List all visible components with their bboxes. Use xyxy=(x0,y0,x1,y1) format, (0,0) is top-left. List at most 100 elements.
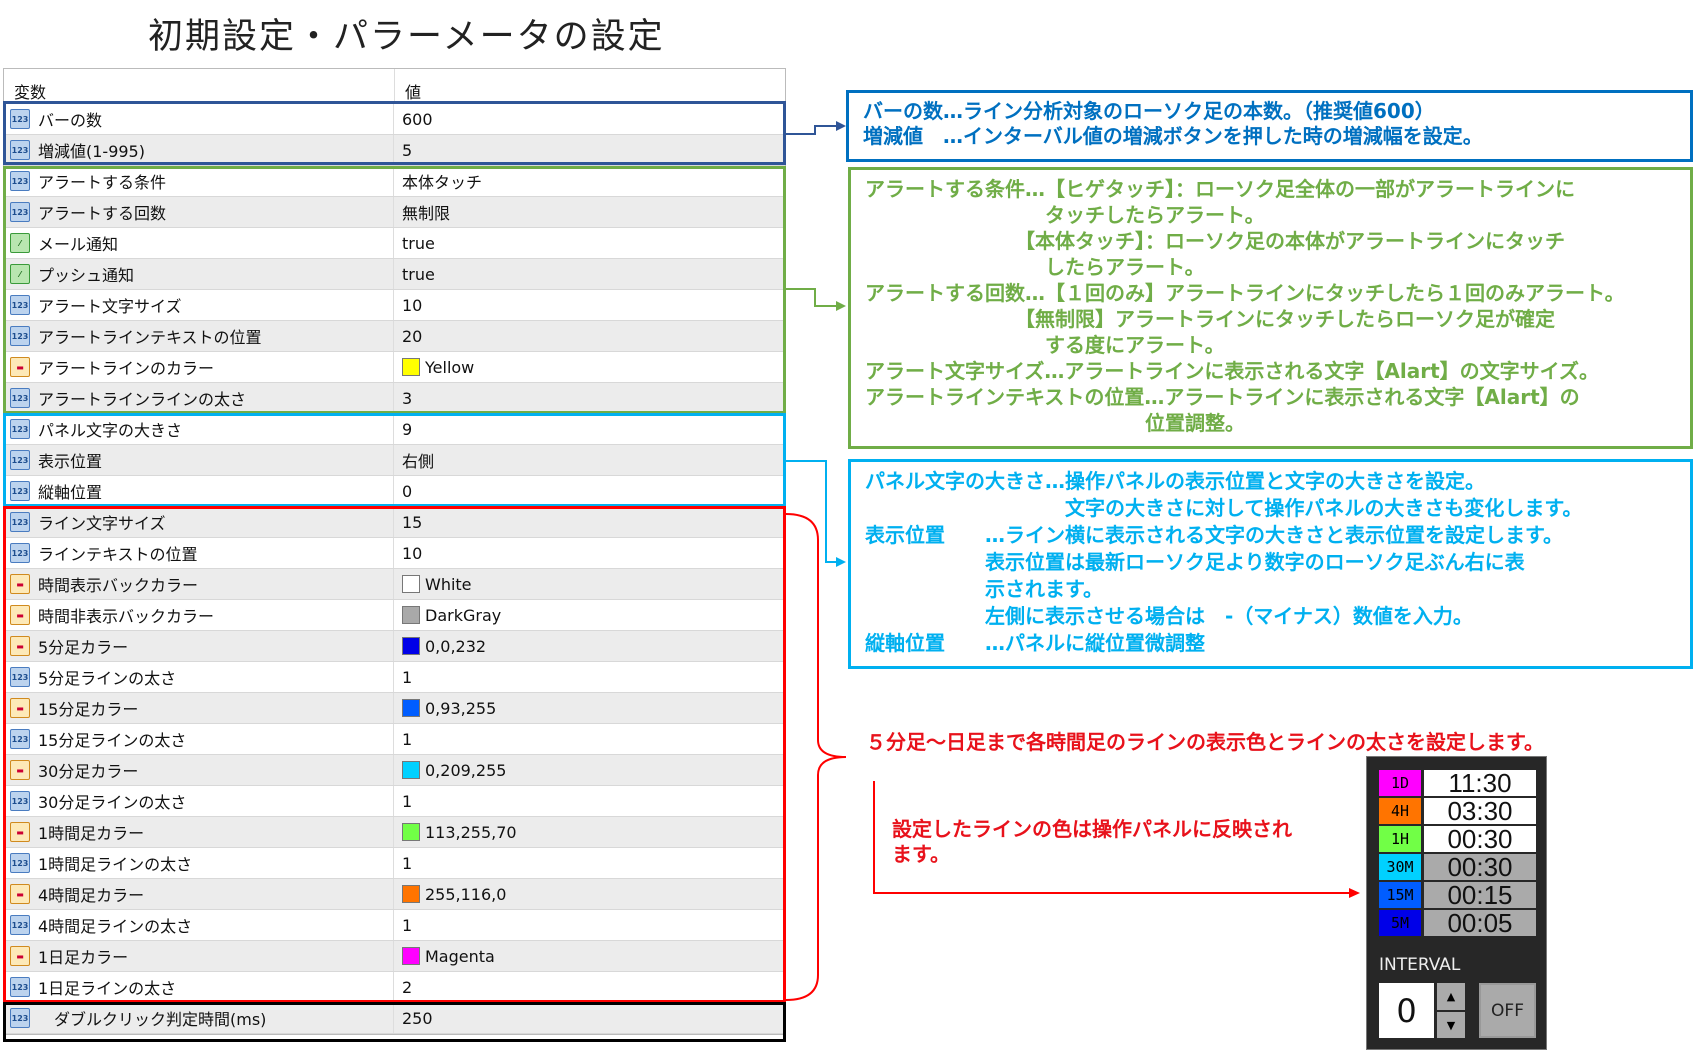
value-text[interactable]: 0,93,255 xyxy=(425,698,497,718)
column-header-value[interactable]: 値 xyxy=(405,83,422,102)
value-cell[interactable]: 0,93,255 xyxy=(394,699,496,718)
value-cell[interactable]: 15 xyxy=(394,513,422,532)
value-text[interactable]: 本体タッチ xyxy=(402,173,483,192)
value-text[interactable]: White xyxy=(425,574,472,594)
value-cell[interactable]: 113,255,70 xyxy=(394,823,517,842)
value-cell[interactable]: 255,116,0 xyxy=(394,885,506,904)
off-button[interactable]: OFF xyxy=(1479,983,1536,1038)
value-text[interactable]: 3 xyxy=(402,388,413,408)
value-cell[interactable]: 無制限 xyxy=(394,200,450,224)
timeframe-label[interactable]: 5M xyxy=(1379,910,1421,936)
value-text[interactable]: 255,116,0 xyxy=(425,884,507,904)
value-cell[interactable]: 5 xyxy=(394,141,412,160)
value-cell[interactable]: 20 xyxy=(394,327,422,346)
interval-input[interactable]: 0 xyxy=(1379,983,1434,1038)
value-cell[interactable]: DarkGray xyxy=(394,606,501,625)
value-text[interactable]: 1 xyxy=(402,915,413,935)
value-text[interactable]: 600 xyxy=(402,109,433,129)
value-text[interactable]: 113,255,70 xyxy=(425,822,517,842)
value-cell[interactable]: 本体タッチ xyxy=(394,169,482,193)
value-cell[interactable]: 600 xyxy=(394,110,433,129)
value-text[interactable]: 15 xyxy=(402,512,423,532)
value-cell[interactable]: 9 xyxy=(394,420,412,439)
value-text[interactable]: 5 xyxy=(402,140,413,160)
value-text[interactable]: 右側 xyxy=(402,452,435,471)
timeframe-label[interactable]: 1D xyxy=(1379,770,1421,796)
value-text[interactable]: 無制限 xyxy=(402,204,451,223)
value-cell[interactable]: 1 xyxy=(394,730,412,749)
value-cell[interactable]: 2 xyxy=(394,978,412,997)
column-header-variable[interactable]: 変数 xyxy=(4,69,395,103)
value-text[interactable]: Magenta xyxy=(425,946,495,966)
value-text[interactable]: 20 xyxy=(402,326,423,346)
value-cell[interactable]: 0 xyxy=(394,482,412,501)
timeframe-label[interactable]: 30M xyxy=(1379,854,1421,880)
value-text[interactable]: 10 xyxy=(402,543,423,563)
value-cell[interactable]: 右側 xyxy=(394,448,434,472)
value-cell[interactable]: 1 xyxy=(394,668,412,687)
value-text[interactable]: 250 xyxy=(402,1008,433,1028)
interval-down-button[interactable]: ▼ xyxy=(1437,1012,1465,1038)
value-text[interactable]: true xyxy=(402,233,435,253)
value-cell[interactable]: true xyxy=(394,265,435,284)
value-text[interactable]: 10 xyxy=(402,295,423,315)
value-cell[interactable]: 1 xyxy=(394,854,412,873)
value-text[interactable]: 1 xyxy=(402,791,413,811)
interval-up-button[interactable]: ▲ xyxy=(1437,983,1465,1010)
timeframe-label[interactable]: 4H xyxy=(1379,798,1421,824)
timeframe-label[interactable]: 1H xyxy=(1379,826,1421,852)
value-cell[interactable]: Magenta xyxy=(394,947,495,966)
value-cell[interactable]: 250 xyxy=(394,1009,433,1028)
value-cell[interactable]: 10 xyxy=(394,544,422,563)
value-text[interactable]: 9 xyxy=(402,419,413,439)
value-text[interactable]: 1 xyxy=(402,853,413,873)
timeframe-label[interactable]: 15M xyxy=(1379,882,1421,908)
value-cell[interactable]: 3 xyxy=(394,389,412,408)
value-text[interactable]: true xyxy=(402,264,435,284)
value-text[interactable]: 1 xyxy=(402,667,413,687)
value-cell[interactable]: 10 xyxy=(394,296,422,315)
value-text[interactable]: 0,209,255 xyxy=(425,760,507,780)
value-text[interactable]: 1 xyxy=(402,729,413,749)
value-text[interactable]: DarkGray xyxy=(425,605,502,625)
value-cell[interactable]: 1 xyxy=(394,916,412,935)
value-text[interactable]: 0,0,232 xyxy=(425,636,487,656)
value-text[interactable]: 2 xyxy=(402,977,413,997)
value-text[interactable]: 0 xyxy=(402,481,413,501)
value-cell[interactable]: 1 xyxy=(394,792,412,811)
value-text[interactable]: Yellow xyxy=(425,357,475,377)
value-cell[interactable]: White xyxy=(394,575,472,594)
value-cell[interactable]: true xyxy=(394,234,435,253)
value-cell[interactable]: Yellow xyxy=(394,358,474,377)
value-cell[interactable]: 0,0,232 xyxy=(394,637,486,656)
value-cell[interactable]: 0,209,255 xyxy=(394,761,506,780)
